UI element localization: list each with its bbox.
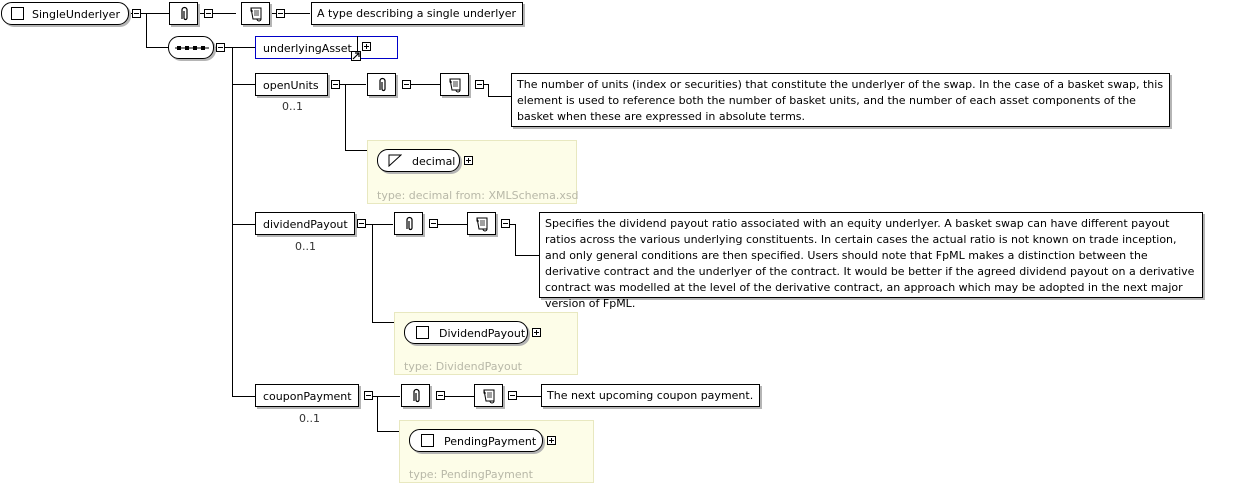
scroll-icon xyxy=(476,217,488,232)
coupon-payment-documentation: The next upcoming coupon payment. xyxy=(541,384,760,407)
collapse-toggle[interactable] xyxy=(436,391,445,400)
connector xyxy=(512,396,541,397)
element-name: underlyingAsset xyxy=(263,42,352,55)
connector xyxy=(370,396,400,397)
connector xyxy=(488,84,489,96)
type-name: PendingPayment xyxy=(444,435,537,448)
occurrence-label: 0..1 xyxy=(299,412,320,425)
connector xyxy=(372,322,394,323)
connector xyxy=(372,224,373,322)
sequence-dots-icon xyxy=(175,46,209,50)
scroll-icon xyxy=(483,389,495,404)
connector xyxy=(377,396,378,431)
occurrence-label: 0..1 xyxy=(295,240,316,253)
root-documentation: A type describing a single underlyer xyxy=(311,2,523,25)
connector xyxy=(232,47,233,396)
divider xyxy=(357,36,358,59)
connector xyxy=(232,396,255,397)
expand-toggle[interactable] xyxy=(362,42,371,51)
collapse-toggle[interactable] xyxy=(216,43,225,52)
paperclip-icon xyxy=(406,216,413,231)
expand-toggle[interactable] xyxy=(532,328,541,337)
type-name: decimal xyxy=(412,155,456,168)
appinfo-icon[interactable] xyxy=(367,73,396,96)
element-name: couponPayment xyxy=(263,390,352,403)
collapse-toggle[interactable] xyxy=(501,219,510,228)
collapse-toggle[interactable] xyxy=(364,391,373,400)
root-type-name: SingleUnderlyer xyxy=(32,8,120,21)
connector xyxy=(213,47,255,48)
connector xyxy=(345,84,346,150)
collapse-toggle[interactable] xyxy=(204,9,213,18)
connector xyxy=(433,224,467,225)
collapse-toggle[interactable] xyxy=(331,80,340,89)
collapse-toggle[interactable] xyxy=(475,80,484,89)
connector xyxy=(488,96,511,97)
connector xyxy=(515,255,539,256)
connector xyxy=(506,224,515,225)
connector xyxy=(232,84,255,85)
connector xyxy=(146,47,168,48)
complex-type-node[interactable]: DividendPayout xyxy=(404,321,528,344)
collapse-toggle[interactable] xyxy=(357,219,366,228)
sequence-compositor-icon[interactable] xyxy=(168,36,214,59)
collapse-toggle[interactable] xyxy=(508,391,517,400)
connector xyxy=(345,150,367,151)
documentation-icon[interactable] xyxy=(474,384,503,407)
connector xyxy=(336,84,366,85)
element-name: openUnits xyxy=(263,79,319,92)
paperclip-icon xyxy=(413,388,420,403)
expand-toggle[interactable] xyxy=(464,156,473,165)
type-label: type: decimal from: XMLSchema.xsd xyxy=(377,189,579,202)
type-label: type: DividendPayout xyxy=(404,360,522,373)
dividend-payout-documentation: Specifies the dividend payout ratio asso… xyxy=(539,212,1203,310)
collapse-toggle[interactable] xyxy=(402,80,411,89)
connector xyxy=(440,396,474,397)
documentation-icon[interactable] xyxy=(467,212,496,235)
collapse-toggle[interactable] xyxy=(132,9,141,18)
simple-type-icon xyxy=(388,154,402,167)
element-name: dividendPayout xyxy=(263,218,348,231)
connector xyxy=(377,431,399,432)
expand-toggle[interactable] xyxy=(547,436,556,445)
connector xyxy=(515,224,516,255)
simple-type-node[interactable]: decimal xyxy=(377,149,460,172)
element-coupon-payment[interactable]: couponPayment xyxy=(255,384,359,407)
collapse-toggle[interactable] xyxy=(429,219,438,228)
scroll-icon xyxy=(449,78,461,93)
appinfo-icon[interactable] xyxy=(401,384,430,407)
complex-type-icon xyxy=(416,326,429,339)
connector xyxy=(266,13,310,14)
connector xyxy=(232,224,255,225)
complex-type-node[interactable]: PendingPayment xyxy=(409,429,543,452)
connector xyxy=(406,84,440,85)
open-units-documentation: The number of units (index or securities… xyxy=(511,73,1170,127)
occurrence-label: 0..1 xyxy=(282,100,303,113)
documentation-icon[interactable] xyxy=(440,73,469,96)
complex-type-icon xyxy=(11,7,24,20)
root-type-node[interactable]: SingleUnderlyer xyxy=(1,2,129,25)
complex-type-icon xyxy=(421,434,434,447)
appinfo-icon[interactable] xyxy=(169,2,198,25)
collapse-toggle[interactable] xyxy=(276,9,285,18)
type-label: type: PendingPayment xyxy=(409,468,533,481)
paperclip-icon xyxy=(181,6,188,21)
element-underlying-asset[interactable]: underlyingAsset xyxy=(255,36,398,59)
appinfo-icon[interactable] xyxy=(394,212,423,235)
paperclip-icon xyxy=(379,77,386,92)
scroll-icon xyxy=(250,7,262,22)
connector xyxy=(146,13,147,47)
reference-arrow-icon xyxy=(351,51,361,61)
connector xyxy=(362,224,393,225)
type-name: DividendPayout xyxy=(439,327,526,340)
element-dividend-payout[interactable]: dividendPayout xyxy=(255,212,355,235)
element-open-units[interactable]: openUnits xyxy=(255,73,328,96)
documentation-icon[interactable] xyxy=(241,2,270,25)
